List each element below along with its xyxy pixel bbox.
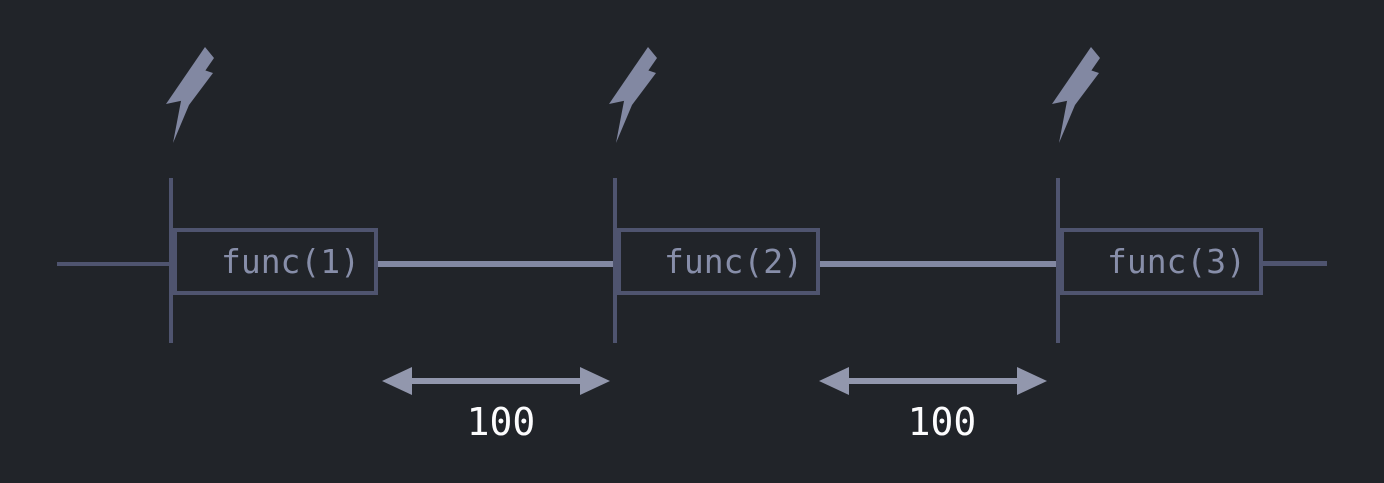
event-tick: [169, 178, 173, 343]
lightning-bolt-icon: [166, 47, 214, 143]
func-call-box: func(2): [617, 228, 820, 295]
double-arrow-icon: [819, 367, 1047, 395]
timeline-segment-intro: [57, 262, 169, 266]
func-call-label: func(3): [1106, 242, 1247, 281]
event-tick: [613, 178, 617, 343]
func-call-label: func(2): [663, 242, 804, 281]
interval-duration-label: 100: [466, 400, 536, 444]
interval-duration-label: 100: [907, 400, 977, 444]
double-arrow-icon: [382, 367, 610, 395]
timeline-segment-interval: [378, 261, 613, 267]
lightning-bolt-icon: [1052, 47, 1100, 143]
lightning-bolt-icon: [609, 47, 657, 143]
func-call-box: func(3): [1060, 228, 1263, 295]
timeline-segment-outro: [1263, 261, 1327, 266]
func-call-box: func(1): [173, 228, 378, 295]
timeline-segment-interval: [820, 261, 1056, 267]
func-call-label: func(1): [220, 242, 361, 281]
event-tick: [1056, 178, 1060, 343]
